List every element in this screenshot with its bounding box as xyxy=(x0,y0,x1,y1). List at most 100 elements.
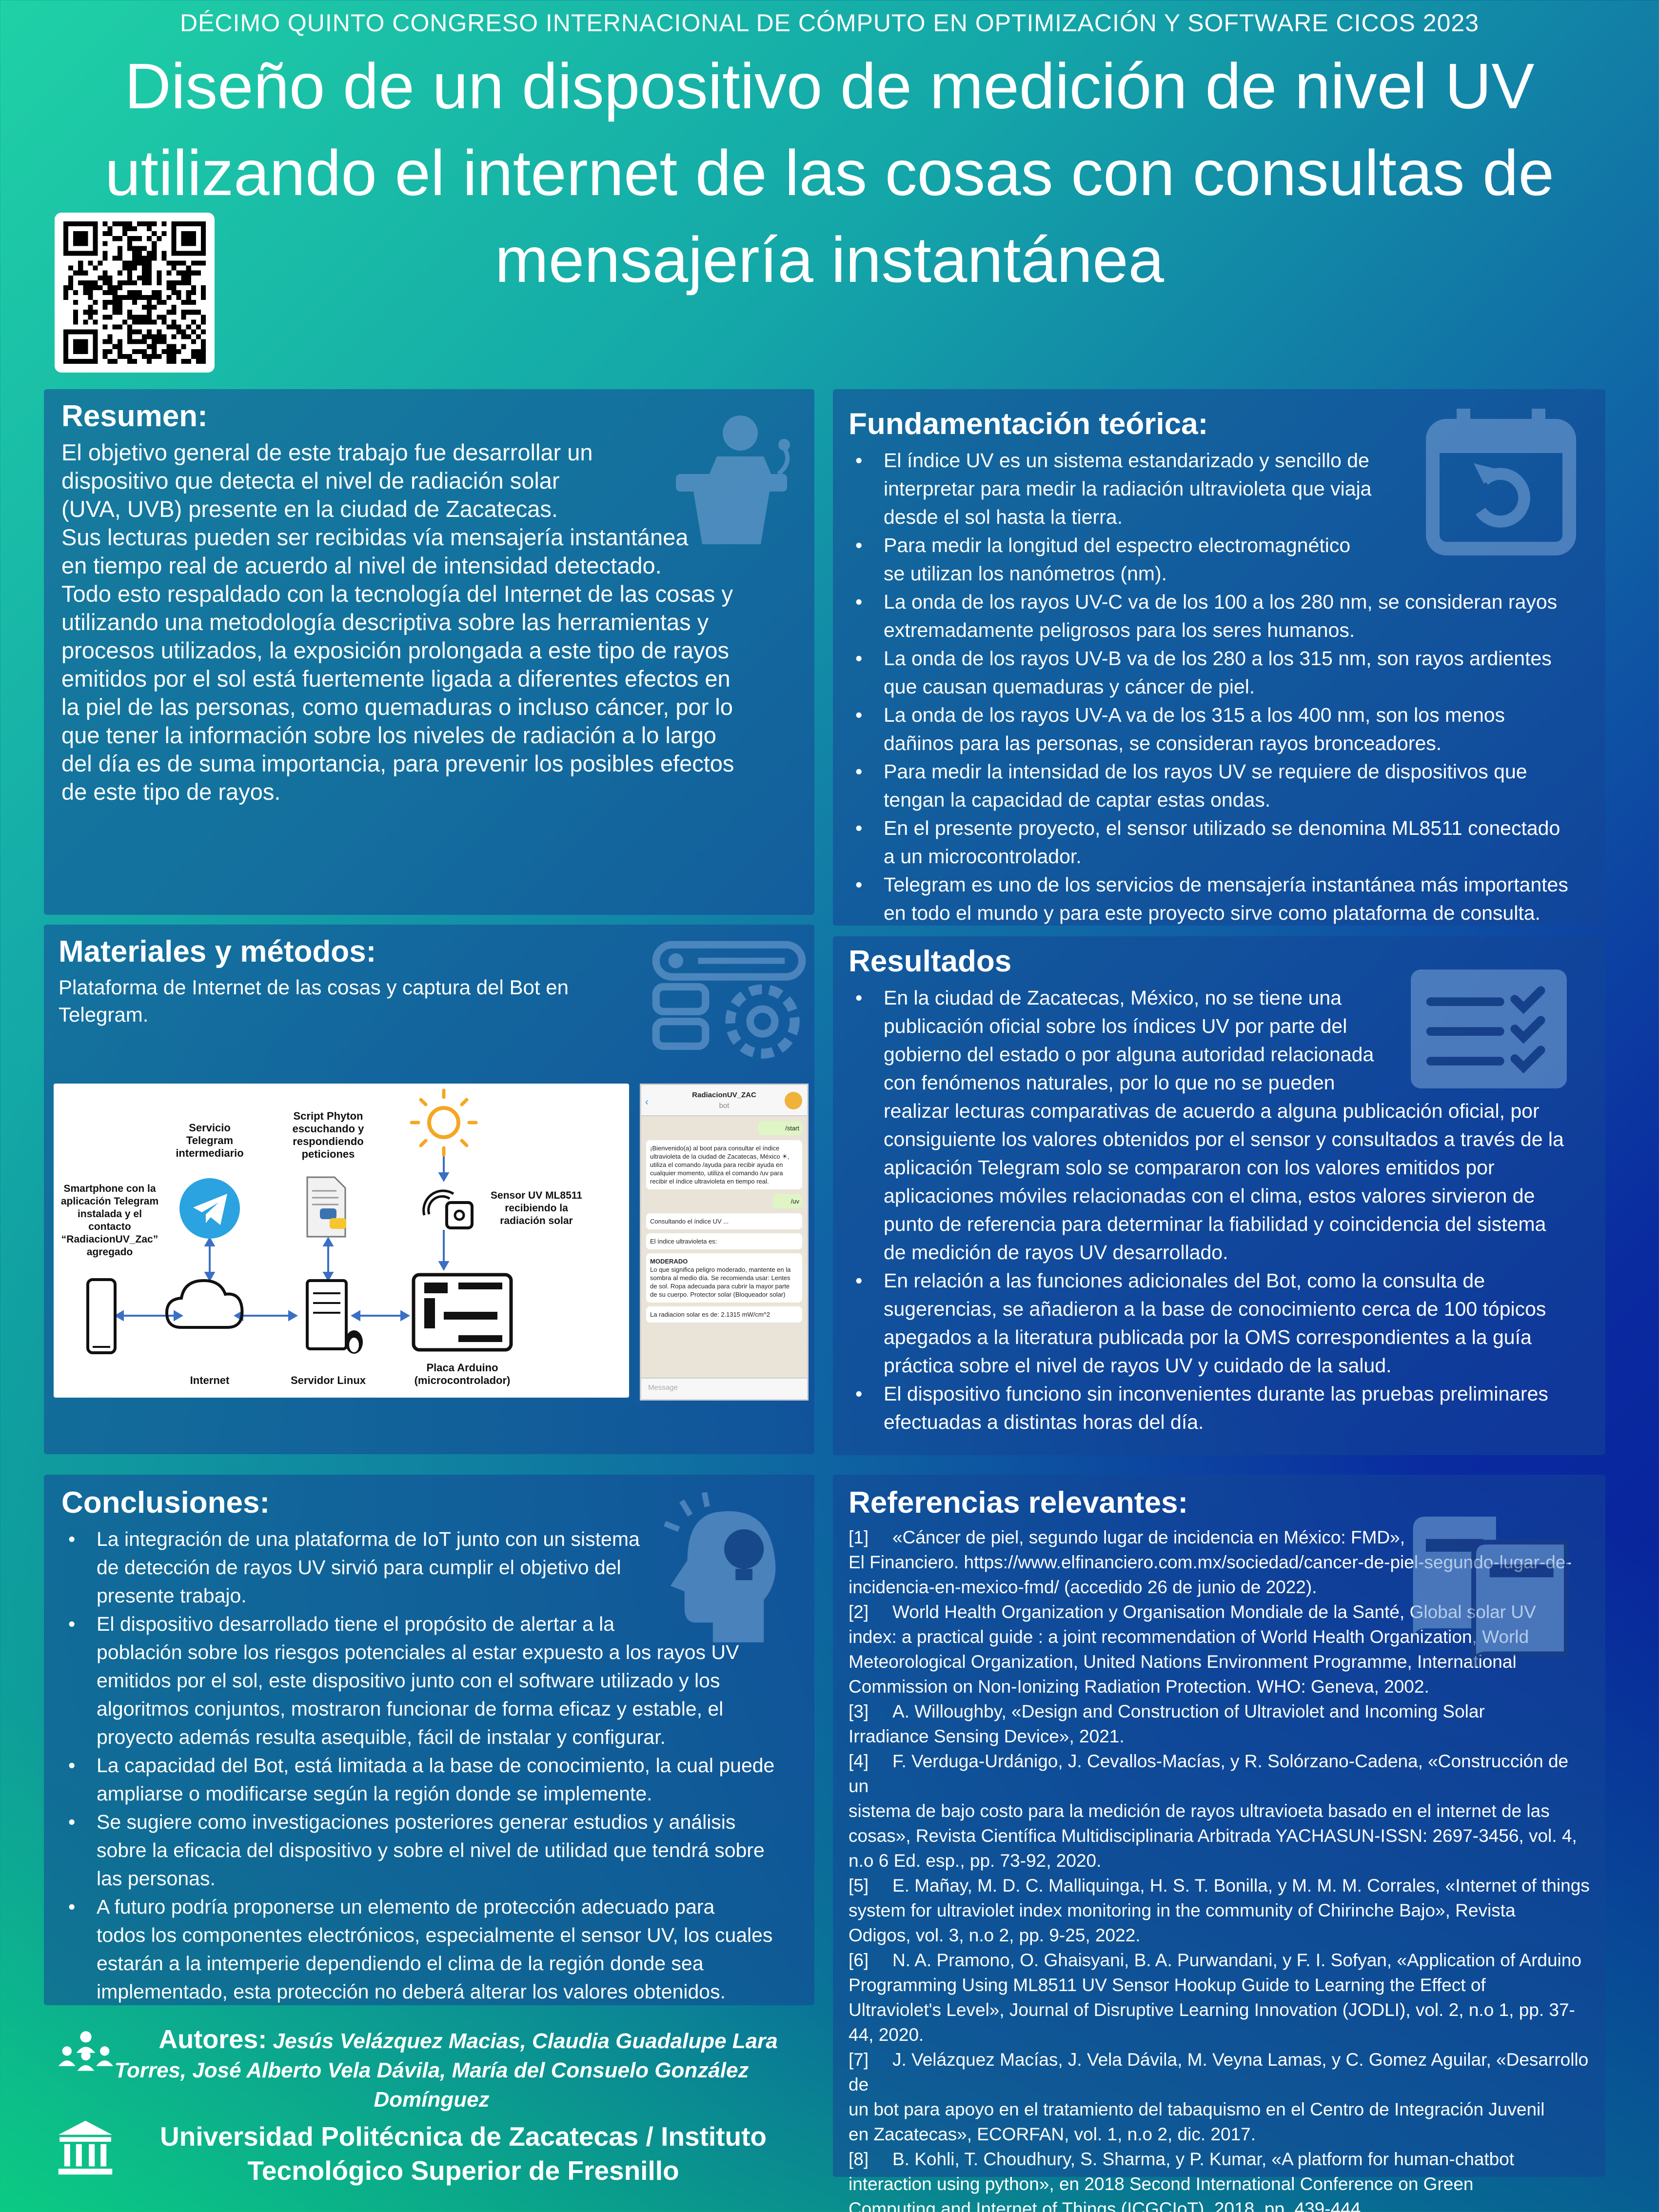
bullet-line: práctica sobre el nivel de rayos UV y cu… xyxy=(884,1354,1392,1377)
bullet-line: consiguiente los valores obtenidos por e… xyxy=(884,1128,1564,1150)
bullet-line: La onda de los rayos UV-C va de los 100 … xyxy=(884,591,1558,613)
resumen-heading: Resumen: xyxy=(61,399,208,433)
authors-names: Torres, José Alberto Vela Dávila, María … xyxy=(114,2058,749,2082)
bullet-item: En el presente proyecto, el sensor utili… xyxy=(849,814,1590,870)
qr-code[interactable] xyxy=(55,213,215,373)
bullet-line: se utilizan los nanómetros (nm). xyxy=(884,562,1167,585)
diagram-label: Internet xyxy=(190,1374,230,1386)
reference-item: [6]N. A. Pramono, O. Ghaisyani, B. A. Pu… xyxy=(849,1948,1590,2047)
referencias-list: [1]«Cáncer de piel, segundo lugar de inc… xyxy=(849,1525,1590,2212)
resumen-line: utilizando una metodología descriptiva s… xyxy=(61,609,709,635)
bullet-line: El índice UV es un sistema estandarizado… xyxy=(884,449,1369,472)
chat-input[interactable]: Message xyxy=(641,1378,807,1399)
referencias-panel: Referencias relevantes: [1]«Cáncer de pi… xyxy=(833,1475,1605,2212)
reference-text: incidencia-en-mexico-fmd/ (accedido 26 d… xyxy=(849,1577,1317,1597)
diagram-label-line: instalada y el xyxy=(78,1208,142,1220)
diagram-label-line: agregado xyxy=(87,1246,133,1258)
reference-line: en Zacatecas», ECORFAN, vol. 1, n.o 2, d… xyxy=(849,2122,1590,2147)
bullet-line: apegados a la literatura publicada por l… xyxy=(884,1326,1532,1348)
resumen-line: Todo esto respaldado con la tecnología d… xyxy=(61,581,733,607)
bullet-item: En la ciudad de Zacatecas, México, no se… xyxy=(849,984,1590,1266)
bullet-item: Telegram es uno de los servicios de mens… xyxy=(849,870,1590,927)
resumen-line: dispositivo que detecta el nivel de radi… xyxy=(61,468,560,494)
bot-avatar[interactable] xyxy=(785,1092,802,1109)
reference-line: [3]A. Willoughby, «Design and Constructi… xyxy=(849,1699,1590,1724)
speaker-podium-icon xyxy=(676,415,790,544)
chat-message: MODERADO Lo que significa peligro modera… xyxy=(646,1253,802,1303)
reference-text: 44, 2020. xyxy=(849,2025,924,2045)
chat-message: /start xyxy=(758,1121,802,1135)
reference-text: B. Kohli, T. Choudhury, S. Sharma, y P. … xyxy=(892,2149,1515,2169)
authors-names: Jesús Velázquez Macias, Claudia Guadalup… xyxy=(273,2029,778,2053)
bullet-line: tengan la capacidad de captar estas onda… xyxy=(884,789,1271,811)
poster-title: Diseño de un dispositivo de medición de … xyxy=(39,43,1620,303)
uv-level: MODERADO xyxy=(650,1258,688,1265)
reference-line: Computing and Internet of Things (ICGCIo… xyxy=(849,2196,1590,2212)
diagram-label-line: radiación solar xyxy=(500,1215,573,1226)
authors-names: Domínguez xyxy=(374,2088,490,2112)
bullet-item: El índice UV es un sistema estandarizado… xyxy=(849,446,1590,531)
reference-text: A. Willoughby, «Design and Construction … xyxy=(892,1701,1485,1721)
bullet-line: en todo el mundo y para este proyecto si… xyxy=(884,902,1540,924)
resumen-line: de este tipo de rayos. xyxy=(61,779,281,805)
university-line: Tecnológico Superior de Fresnillo xyxy=(247,2155,679,2186)
materiales-subtitle: Plataforma de Internet de las cosas y ca… xyxy=(59,974,800,1028)
uv-detail: Lo que significa peligro moderado, mante… xyxy=(650,1266,791,1298)
back-icon[interactable]: ‹ xyxy=(645,1097,649,1107)
bullet-item: A futuro podría proponerse un elemento d… xyxy=(61,1893,797,2006)
bullet-line: sugerencias, se añadieron a la base de c… xyxy=(884,1298,1546,1320)
chat-contact-name: RadiacionUV_ZAC xyxy=(692,1091,756,1099)
reference-line: un bot para apoyo en el tratamiento del … xyxy=(849,2097,1590,2122)
reference-text: un bot para apoyo en el tratamiento del … xyxy=(849,2099,1545,2119)
reference-text: Computing and Internet of Things (ICGCIo… xyxy=(849,2199,1366,2212)
chat-header: ‹ RadiacionUV_ZAC bot xyxy=(641,1085,807,1116)
reference-line: sistema de bajo costo para la medición d… xyxy=(849,1798,1590,1823)
resumen-line: que tener la información sobre los nivel… xyxy=(61,722,716,748)
materiales-panel: Materiales y métodos: Plataforma de Inte… xyxy=(44,925,814,1454)
resultados-list: En la ciudad de Zacatecas, México, no se… xyxy=(849,984,1590,1436)
bullet-line: gobierno del estado o por alguna autorid… xyxy=(884,1043,1374,1066)
bullet-line: realizar lecturas comparativas de acuerd… xyxy=(884,1100,1540,1122)
reference-line: Commission on Non-Ionizing Radiation Pro… xyxy=(849,1674,1590,1699)
reference-text: Programming Using ML8511 UV Sensor Hooku… xyxy=(849,1975,1486,1995)
bullet-item: Para medir la intensidad de los rayos UV… xyxy=(849,757,1590,814)
resumen-line: la piel de las personas, como quemaduras… xyxy=(61,694,733,720)
reference-line: [5]E. Mañay, M. D. C. Malliquinga, H. S.… xyxy=(849,1873,1590,1898)
bullet-line: Para medir la longitud del espectro elec… xyxy=(884,534,1351,556)
diagram-label-line: Telegram xyxy=(186,1134,233,1146)
diagram-label-line: escuchando y xyxy=(293,1123,364,1135)
diagram-label-line: contacto xyxy=(88,1221,131,1232)
diagram-label-line: Placa Arduino xyxy=(426,1362,498,1374)
conclusiones-heading: Conclusiones: xyxy=(61,1486,270,1520)
diagram-label-line: Sensor UV ML8511 xyxy=(491,1190,582,1201)
resultados-heading: Resultados xyxy=(849,945,1012,978)
reference-line: Ultraviolet's Level», Journal of Disrupt… xyxy=(849,1997,1590,2022)
bullet-line: población sobre los riesgos potenciales … xyxy=(97,1641,739,1663)
authors-label: Autores: xyxy=(158,2025,267,2054)
reference-line: n.o 6 Ed. esp., pp. 73-92, 2020. xyxy=(849,1848,1590,1873)
reference-line: [8]B. Kohli, T. Choudhury, S. Sharma, y … xyxy=(849,2147,1590,2172)
reference-text: J. Velázquez Macías, J. Vela Dávila, M. … xyxy=(849,2050,1589,2094)
bullet-line: desde el sol hasta la tierra. xyxy=(884,506,1123,528)
reference-text: interaction using python», en 2018 Secon… xyxy=(849,2174,1474,2194)
reference-text: F. Verduga-Urdánigo, J. Cevallos-Macías,… xyxy=(849,1751,1569,1796)
chat-message: /uv xyxy=(773,1194,802,1208)
university-building-icon xyxy=(58,2120,113,2175)
bullet-item: En relación a las funciones adicionales … xyxy=(849,1266,1590,1380)
resultados-panel: Resultados En la ciudad de Zacatecas, Mé… xyxy=(833,936,1605,1455)
bullet-line: con fenómenos naturales, por lo que no s… xyxy=(884,1071,1335,1094)
reference-item: [3]A. Willoughby, «Design and Constructi… xyxy=(849,1699,1590,1749)
reference-text: Commission on Non-Ionizing Radiation Pro… xyxy=(849,1677,1429,1697)
referencias-heading: Referencias relevantes: xyxy=(849,1486,1188,1520)
bullet-item: La onda de los rayos UV-A va de los 315 … xyxy=(849,701,1590,757)
reference-line: cosas», Revista Científica Multidiscipli… xyxy=(849,1823,1590,1848)
title-line: utilizando el internet de las cosas con … xyxy=(105,137,1554,209)
reference-text: sistema de bajo costo para la medición d… xyxy=(849,1801,1550,1821)
bullet-item: La onda de los rayos UV-C va de los 100 … xyxy=(849,588,1590,644)
resumen-line: en tiempo real de acuerdo al nivel de in… xyxy=(61,553,662,578)
bullet-line: las personas. xyxy=(97,1867,216,1890)
bullet-line: ampliarse o modificarse según la región … xyxy=(97,1782,652,1805)
